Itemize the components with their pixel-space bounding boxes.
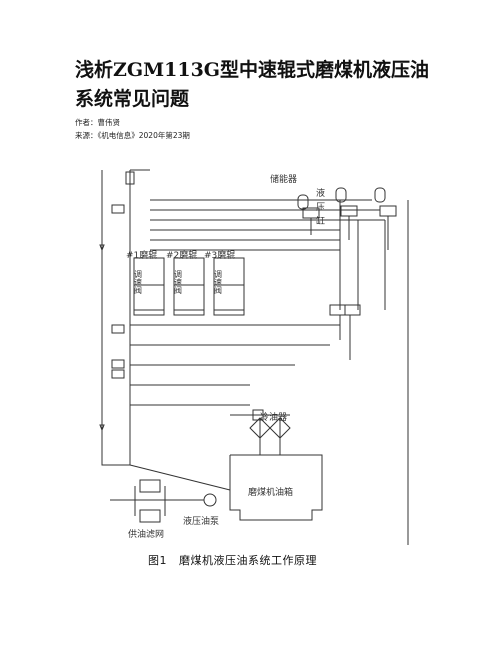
article-title: 浅析ZGM113G型中速辊式磨煤机液压油系统常见问题 — [75, 59, 430, 110]
caption-number: 图1 — [148, 554, 167, 567]
caption-text: 磨煤机液压油系统工作原理 — [179, 554, 317, 567]
label-roller-1: #1磨辊 — [126, 249, 157, 261]
label-pump: 液压油泵 — [183, 515, 219, 527]
label-roller-3: #3磨辊 — [204, 249, 235, 261]
label-cylinder-1: 液 — [316, 187, 325, 199]
label-tank: 磨煤机油箱 — [248, 486, 293, 498]
label-valve-1: 调速阀 — [134, 270, 143, 295]
label-filter: 供油滤网 — [128, 528, 164, 540]
figure-caption: 图1 磨煤机液压油系统工作原理 — [148, 552, 329, 568]
label-cooler: 冷油器 — [260, 411, 287, 423]
label-valve-3: 调速阀 — [214, 270, 223, 295]
label-valve-2: 调速阀 — [174, 270, 183, 295]
author-line: 作者：曹伟贤 — [75, 118, 120, 127]
label-accumulator: 储能器 — [270, 173, 297, 185]
hydraulic-schematic-figure: 储能器 液 压 缸 #1磨辊 #2磨辊 #3磨辊 调速阀 调速阀 调速阀 冷油器… — [99, 169, 409, 545]
source-line: 来源：《机电信息》2020年第23期 — [75, 131, 190, 140]
label-roller-2: #2磨辊 — [166, 249, 197, 261]
label-cylinder-3: 缸 — [316, 215, 325, 227]
label-cylinder-2: 压 — [316, 202, 325, 213]
